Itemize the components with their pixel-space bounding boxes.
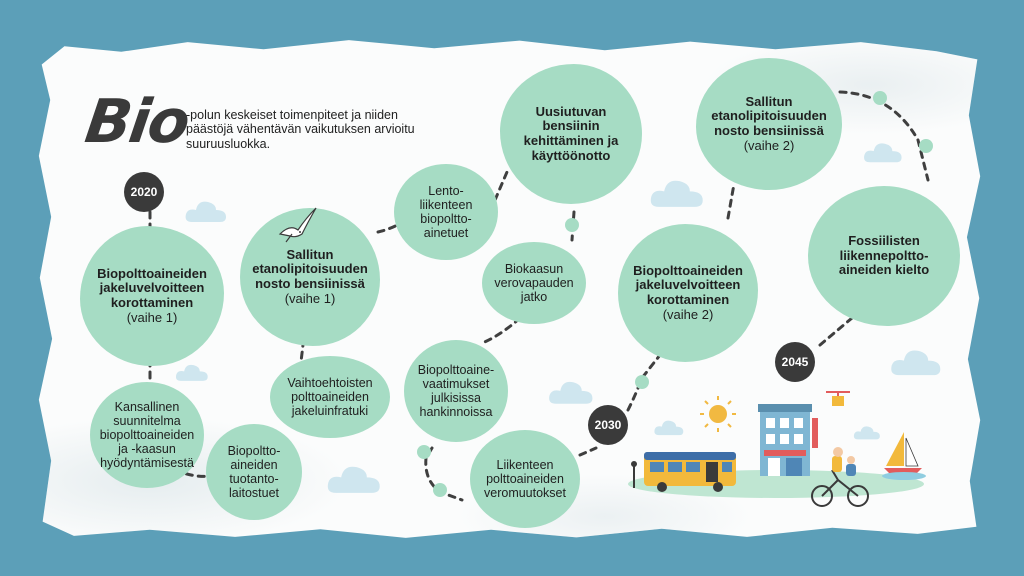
cloud-icon xyxy=(175,364,208,381)
sailboat-icon xyxy=(882,432,926,480)
drone-parcel-icon xyxy=(826,391,850,406)
cloud-icon xyxy=(891,350,941,376)
measure-bubble-2: Sallitun etanolipitoisuuden nosto bensii… xyxy=(240,208,380,346)
measure-title: Fossiilisten liikennepoltto-aineiden kie… xyxy=(838,233,930,278)
sun-icon xyxy=(700,396,736,432)
measure-bubble-6: Fossiilisten liikennepoltto-aineiden kie… xyxy=(808,186,960,326)
support-bubble-5: Biokaasun verovapauden jatko xyxy=(482,242,586,324)
year-badge-2030: 2030 xyxy=(588,405,628,445)
measure-title: Sallitun etanolipitoisuuden nosto bensii… xyxy=(711,93,827,138)
support-bubble-4: Lento-liikenteen biopoltto-ainetuet xyxy=(394,164,498,260)
support-text: Liikenteen polttoaineiden veromuutokset xyxy=(484,458,566,500)
support-text: Biopolttoaine-vaatimukset julkisissa han… xyxy=(417,363,495,419)
measure-title: Sallitun etanolipitoisuuden nosto bensii… xyxy=(252,246,368,291)
seagull-icon xyxy=(278,207,317,243)
bus-icon xyxy=(631,452,736,492)
cloud-icon xyxy=(650,180,703,207)
cloud-icon xyxy=(185,201,226,222)
measure-phase: (vaihe 2) xyxy=(662,306,714,322)
support-bubble-6: Biopolttoaine-vaatimukset julkisissa han… xyxy=(404,340,508,442)
support-text: Biopoltto-aineiden tuotanto-laitostuet xyxy=(227,444,281,500)
bio-logo: Bio xyxy=(81,87,193,157)
intro-text: -polun keskeiset toimenpiteet ja niiden … xyxy=(186,108,415,151)
support-bubble-2: Biopoltto-aineiden tuotanto-laitostuet xyxy=(206,424,302,520)
measure-title: Uusiutuvan bensiinin kehittäminen ja käy… xyxy=(523,103,619,163)
year-badge-2045: 2045 xyxy=(775,342,815,382)
city-scene-illustration xyxy=(628,391,926,507)
support-text: Biokaasun verovapauden jatko xyxy=(494,262,574,304)
support-text: Lento-liikenteen biopoltto-ainetuet xyxy=(419,184,473,240)
cloud-icon xyxy=(864,143,902,163)
cloud-icon xyxy=(327,466,380,493)
support-text: Vaihtoehtoisten polttoaineiden jakeluinf… xyxy=(287,376,373,418)
year-badge-2020: 2020 xyxy=(124,172,164,212)
measure-bubble-3: Uusiutuvan bensiinin kehittäminen ja käy… xyxy=(500,64,642,204)
measure-phase: (vaihe 1) xyxy=(284,290,336,306)
support-bubble-3: Vaihtoehtoisten polttoaineiden jakeluinf… xyxy=(270,356,390,438)
cyclist-icon xyxy=(811,447,869,507)
building-icon xyxy=(758,404,818,476)
cloud-icon xyxy=(654,420,684,436)
support-text: Kansallinen suunnitelma biopolttoaineide… xyxy=(99,400,195,470)
support-bubble-1: Kansallinen suunnitelma biopolttoaineide… xyxy=(90,382,204,488)
measure-phase: (vaihe 1) xyxy=(126,309,178,325)
measure-bubble-5: Sallitun etanolipitoisuuden nosto bensii… xyxy=(696,58,842,190)
measure-phase: (vaihe 2) xyxy=(743,137,795,153)
measure-title: Biopolttoaineiden jakeluvelvoitteen koro… xyxy=(97,265,207,310)
measure-title: Biopolttoaineiden jakeluvelvoitteen koro… xyxy=(633,262,743,307)
cloud-icon xyxy=(549,381,593,404)
support-bubble-7: Liikenteen polttoaineiden veromuutokset xyxy=(470,430,580,528)
measure-bubble-4: Biopolttoaineiden jakeluvelvoitteen koro… xyxy=(618,224,758,362)
measure-bubble-1: Biopolttoaineiden jakeluvelvoitteen koro… xyxy=(80,226,224,366)
cloud-icon xyxy=(853,426,880,440)
